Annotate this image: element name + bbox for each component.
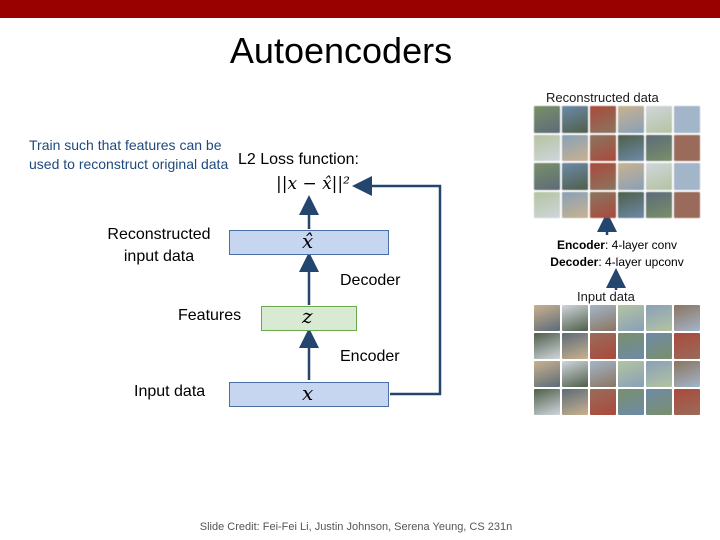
image-thumbnail: [562, 106, 588, 133]
encoder-key: Encoder: [556, 238, 605, 252]
architecture-note: Encoder: 4-layer conv Decoder: 4-layer u…: [536, 237, 698, 271]
image-thumbnail: [534, 389, 560, 415]
image-thumbnail: [646, 163, 672, 190]
image-thumbnail: [590, 163, 616, 190]
input-symbol: x: [302, 381, 314, 405]
image-thumbnail: [590, 361, 616, 387]
reconstructed-data-title: Reconstructed data: [546, 90, 659, 105]
image-thumbnail: [646, 134, 672, 161]
image-thumbnail: [674, 191, 700, 218]
image-thumbnail: [534, 163, 560, 190]
decoder-label: Decoder: [340, 272, 401, 289]
image-thumbnail: [674, 333, 700, 359]
image-thumbnail: [590, 305, 616, 331]
encoder-value: : 4-layer conv: [604, 238, 678, 252]
image-thumbnail: [618, 305, 644, 331]
features-box: [261, 306, 357, 331]
reconstructed-box: [229, 230, 389, 255]
input-label: Input data: [134, 383, 206, 400]
image-thumbnail: [562, 163, 588, 190]
title-bar: [0, 0, 720, 18]
image-thumbnail: [618, 134, 644, 161]
loss-formula: ||x − x̂||²: [276, 174, 350, 194]
image-thumbnail: [562, 389, 588, 415]
image-thumbnail: [674, 389, 700, 415]
image-thumbnail: [618, 389, 644, 415]
image-thumbnail: [562, 361, 588, 387]
features-symbol: z: [302, 304, 313, 328]
image-thumbnail: [674, 361, 700, 387]
slide-title: Autoencoders: [229, 30, 453, 71]
image-thumbnail: [590, 191, 616, 218]
image-thumbnail: [562, 191, 588, 218]
reconstructed-symbol: x̂: [302, 229, 314, 253]
reconstructed-label: Reconstructed input data: [107, 226, 211, 265]
encoder-label: Encoder: [340, 348, 400, 365]
image-thumbnail: [618, 333, 644, 359]
image-thumbnail: [646, 333, 672, 359]
image-thumbnail: [534, 333, 560, 359]
image-thumbnail: [618, 106, 644, 133]
image-thumbnail: [590, 134, 616, 161]
features-label: Features: [178, 307, 242, 324]
image-thumbnail: [674, 134, 700, 161]
image-thumbnail: [590, 389, 616, 415]
image-thumbnail: [534, 106, 560, 133]
input-image-grid: [534, 305, 700, 415]
arrow-input-to-loss: [352, 176, 442, 396]
image-thumbnail: [674, 305, 700, 331]
image-thumbnail: [534, 191, 560, 218]
image-thumbnail: [562, 134, 588, 161]
image-thumbnail: [562, 305, 588, 331]
image-thumbnail: [646, 106, 672, 133]
image-thumbnail: [646, 361, 672, 387]
image-thumbnail: [562, 333, 588, 359]
image-thumbnail: [646, 191, 672, 218]
decoder-key: Decoder: [550, 255, 599, 269]
slide-credit: Slide Credit: Fei-Fei Li, Justin Johnson…: [199, 521, 513, 533]
training-note: Train such that features can be used to …: [29, 137, 229, 172]
input-box: [229, 382, 389, 407]
image-thumbnail: [674, 163, 700, 190]
image-thumbnail: [534, 134, 560, 161]
image-thumbnail: [646, 389, 672, 415]
decoder-value: : 4-layer upconv: [598, 255, 684, 269]
image-thumbnail: [618, 191, 644, 218]
image-thumbnail: [618, 361, 644, 387]
image-thumbnail: [618, 163, 644, 190]
loss-label: L2 Loss function:: [238, 151, 359, 168]
image-thumbnail: [534, 361, 560, 387]
image-thumbnail: [590, 106, 616, 133]
reconstructed-image-grid: [534, 106, 700, 218]
image-thumbnail: [590, 333, 616, 359]
image-thumbnail: [646, 305, 672, 331]
input-data-title: Input data: [577, 289, 635, 304]
image-thumbnail: [674, 106, 700, 133]
image-thumbnail: [534, 305, 560, 331]
